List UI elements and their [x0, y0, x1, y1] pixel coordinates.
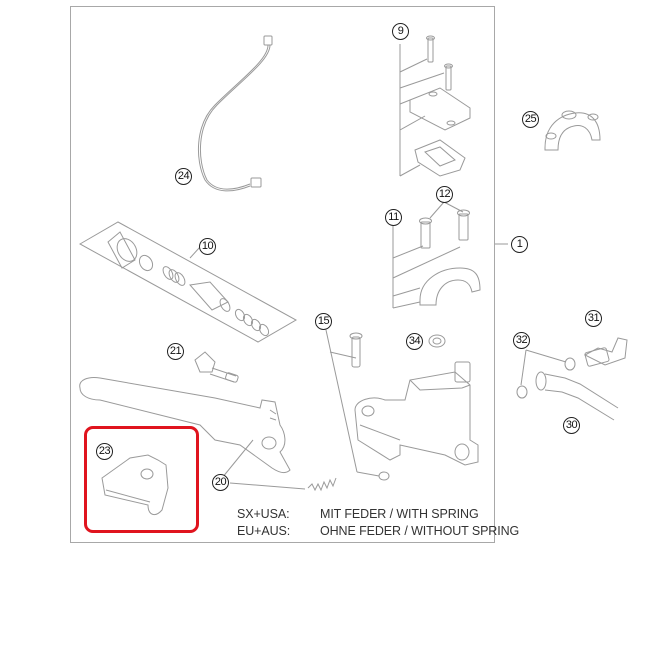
callout-10: 10 [199, 238, 216, 255]
note-region: SX+USA: [237, 507, 290, 521]
part-21-adjuster [194, 351, 239, 383]
part-34-cap [428, 334, 446, 348]
part-15-pivot-bolt [325, 329, 390, 481]
callout-24: 24 [175, 168, 192, 185]
highlight-box-part-23 [84, 426, 199, 533]
callout-21: 21 [167, 343, 184, 360]
callout-12: 12 [436, 186, 453, 203]
part-9-cover-kit [399, 35, 471, 177]
callout-9: 9 [392, 23, 409, 40]
lever [79, 377, 291, 479]
note-text: OHNE FEDER / WITHOUT SPRING [320, 524, 520, 538]
callout-11: 11 [385, 209, 402, 226]
part-11-12-clamp-screws [392, 201, 481, 309]
callout-30: 30 [563, 417, 580, 434]
callout-31: 31 [585, 310, 602, 327]
note-with-spring: SX+USA: MIT FEDER / WITH SPRING [237, 507, 479, 521]
part-24-cable [197, 35, 273, 192]
part-20-spring [229, 477, 337, 492]
callout-15: 15 [315, 313, 332, 330]
part-23-adapter [101, 454, 169, 516]
part-30-brake-line [535, 371, 619, 421]
callout-25: 25 [522, 111, 539, 128]
part-31-banjo-bolt [583, 337, 628, 367]
part-10-piston-kit [78, 221, 298, 343]
part-25-clamp [544, 110, 601, 151]
master-cylinder-body [354, 361, 479, 466]
note-without-spring: EU+AUS: OHNE FEDER / WITHOUT SPRING [237, 524, 519, 538]
note-region: EU+AUS: [237, 524, 291, 538]
part-32-washers [516, 349, 576, 399]
callout-32: 32 [513, 332, 530, 349]
callout-23: 23 [96, 443, 113, 460]
callout-34: 34 [406, 333, 423, 350]
callout-20: 20 [212, 474, 229, 491]
note-text: MIT FEDER / WITH SPRING [320, 507, 479, 521]
callout-1: 1 [511, 236, 528, 253]
diagram-frame [70, 6, 495, 543]
